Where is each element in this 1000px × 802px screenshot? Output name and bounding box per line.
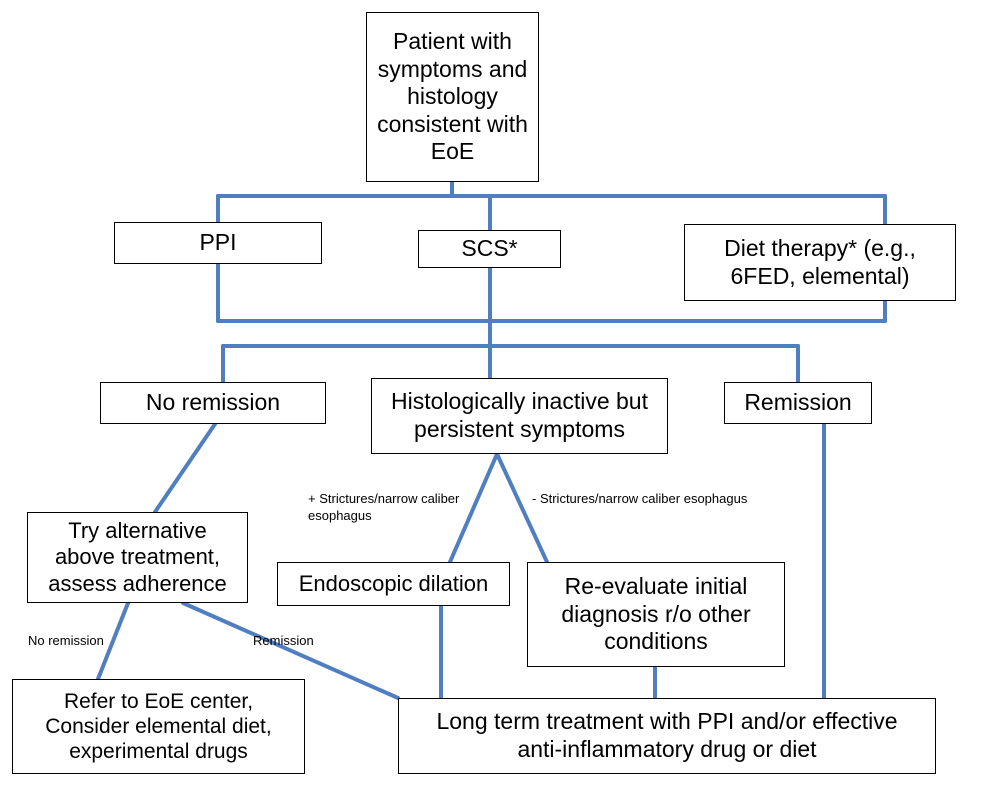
node-diet: Diet therapy* (e.g., 6FED, elemental) xyxy=(684,224,956,301)
node-histologically-inactive: Histologically inactive but persistent s… xyxy=(371,378,668,454)
label-strictures-minus: - Strictures/narrow caliber esophagus xyxy=(532,491,748,506)
node-no-remission: No remission xyxy=(100,382,326,424)
node-refer: Refer to EoE center, Consider elemental … xyxy=(12,679,305,774)
connector-inactive-to-reevaluate xyxy=(495,452,549,564)
node-scs: SCS* xyxy=(418,230,561,268)
node-long-term-treatment: Long term treatment with PPI and/or effe… xyxy=(398,698,936,774)
connector-no-remission-to-try xyxy=(153,422,217,514)
node-try-alternative: Try alternative above treatment, assess … xyxy=(27,512,248,603)
label-remission-small: Remission xyxy=(253,633,314,648)
node-start: Patient with symptoms and histology cons… xyxy=(366,12,539,182)
node-remission: Remission xyxy=(724,382,872,424)
node-ppi: PPI xyxy=(114,222,322,264)
label-strictures-plus: + Strictures/narrow caliber esophagus xyxy=(308,491,460,523)
connector-try-to-long-term xyxy=(181,601,400,700)
label-no-remission-small: No remission xyxy=(28,633,104,648)
connector-try-to-refer xyxy=(96,601,130,681)
node-reevaluate: Re-evaluate initial diagnosis r/o other … xyxy=(527,562,785,667)
node-endoscopic-dilation: Endoscopic dilation xyxy=(277,562,510,606)
connector-inactive-to-dilation xyxy=(448,452,499,564)
